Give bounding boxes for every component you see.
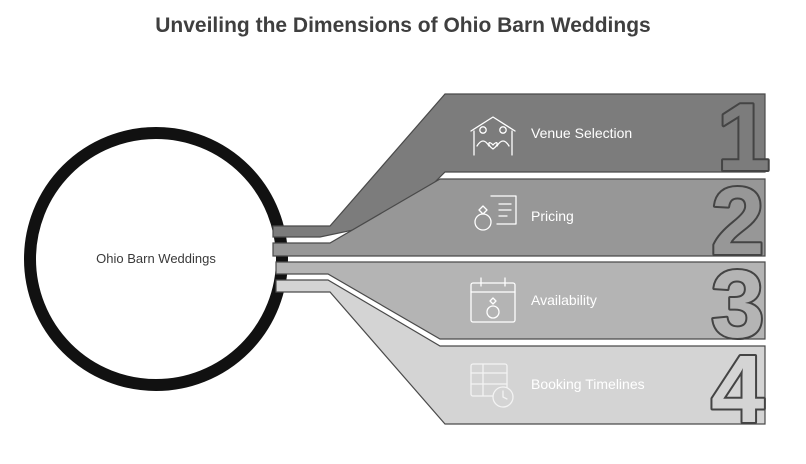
couple-home-icon — [470, 116, 516, 156]
band-label: Venue Selection — [531, 125, 632, 141]
band-number: 4 — [711, 336, 764, 443]
band-shape — [272, 178, 766, 257]
page-title: Unveiling the Dimensions of Ohio Barn We… — [155, 14, 651, 37]
band-pricing: 2 Pricing — [272, 166, 766, 277]
band-number: 1 — [717, 84, 770, 191]
center-label: Ohio Barn Weddings — [96, 251, 216, 266]
band-booking-timelines: 4 Booking Timelines — [275, 279, 766, 445]
band-number: 3 — [711, 251, 764, 358]
center-ring — [24, 127, 288, 391]
band-venue-selection: 1 Venue Selection — [272, 82, 772, 238]
band-label: Availability — [531, 292, 597, 308]
band-shape — [275, 279, 766, 425]
band-shape — [275, 261, 766, 340]
band-number: 2 — [711, 168, 764, 275]
center-node: Ohio Barn Weddings — [24, 127, 288, 391]
band-label: Booking Timelines — [531, 376, 645, 392]
band-availability: 3 Availability — [275, 249, 766, 360]
band-shape — [272, 93, 766, 238]
ring-document-icon — [474, 195, 517, 231]
calendar-ring-icon — [470, 277, 516, 323]
calendar-clock-icon — [470, 363, 514, 408]
band-label: Pricing — [531, 208, 574, 224]
